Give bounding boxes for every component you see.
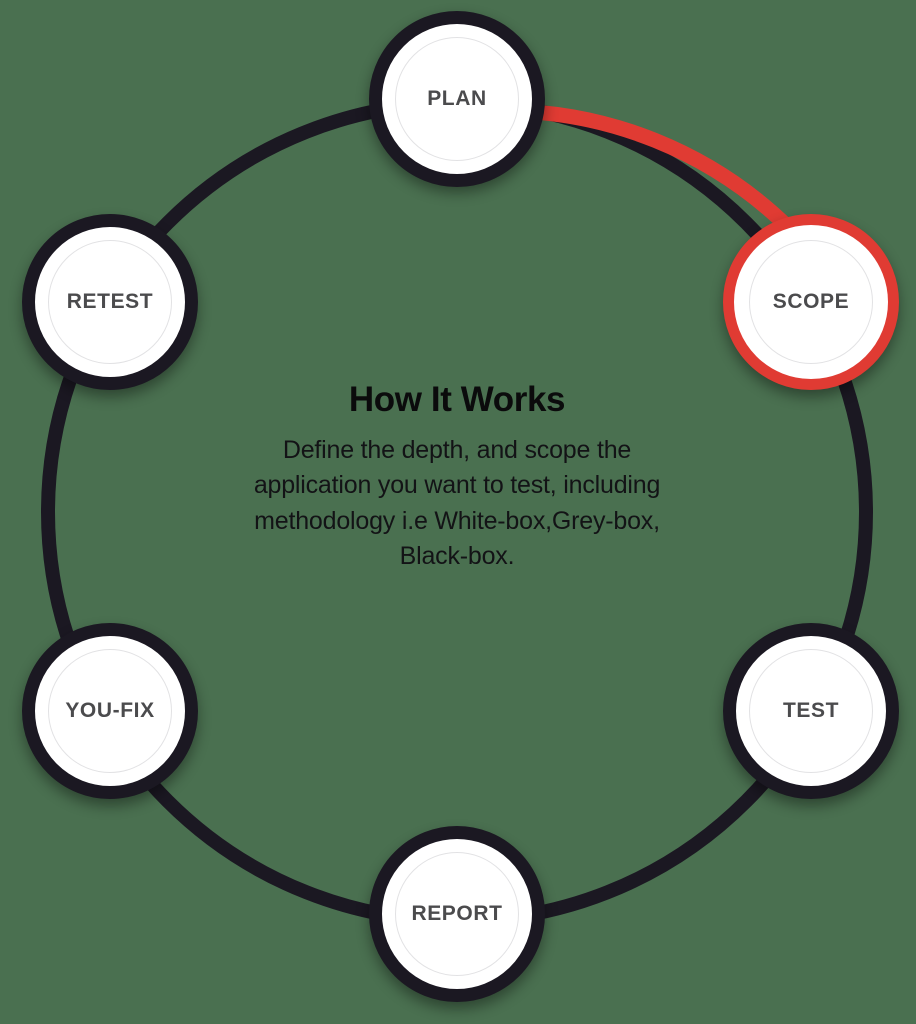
process-ring-active-arc [499, 103, 794, 233]
node-label-retest: RETEST [66, 290, 154, 313]
node-inner-ring-test [749, 649, 873, 773]
process-node-test[interactable]: TEST [723, 623, 899, 799]
node-inner-ring-report [395, 852, 519, 976]
process-node-report[interactable]: REPORT [369, 826, 545, 1002]
process-node-youfix[interactable]: YOU-FIX [22, 623, 198, 799]
node-label-test: TEST [782, 699, 840, 722]
process-node-scope[interactable]: SCOPE [723, 214, 899, 390]
node-inner-ring-plan [395, 37, 519, 161]
node-label-report: REPORT [411, 902, 503, 925]
node-inner-ring-retest [48, 240, 172, 364]
node-inner-ring-scope [749, 240, 873, 364]
node-inner-ring-youfix [48, 649, 172, 773]
node-label-youfix: YOU-FIX [65, 699, 155, 722]
node-label-scope: SCOPE [772, 290, 850, 313]
process-node-plan[interactable]: PLAN [369, 11, 545, 187]
process-ring-base [41, 96, 873, 928]
node-label-plan: PLAN [427, 87, 487, 110]
process-node-retest[interactable]: RETEST [22, 214, 198, 390]
